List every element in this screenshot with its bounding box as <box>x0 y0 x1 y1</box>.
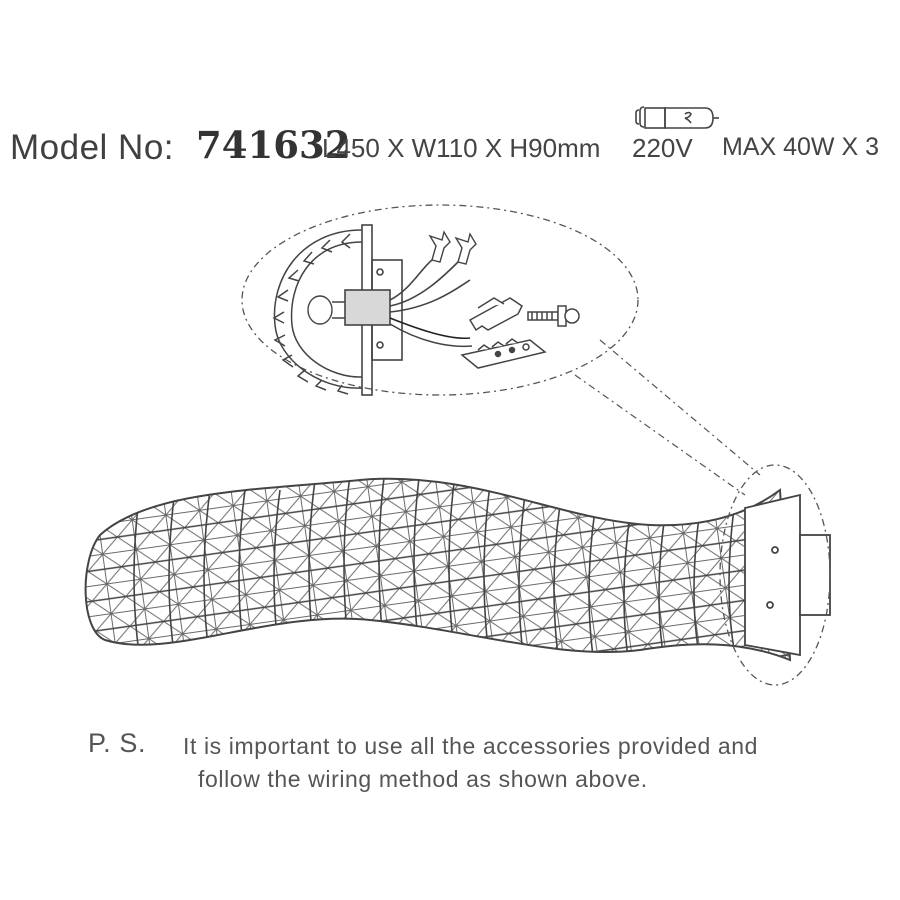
terminal-block-icon <box>460 338 547 369</box>
g9-bulb-icon <box>635 106 719 129</box>
dimensions-text: L450 X W110 X H90mm <box>322 133 601 163</box>
wire-connectors <box>428 230 477 265</box>
installation-diagram <box>84 204 831 686</box>
crystal-fixture <box>84 464 831 686</box>
screw-icon <box>527 305 580 327</box>
leader-line-top <box>599 339 761 476</box>
wires <box>389 259 473 348</box>
bulb-detail <box>307 295 347 325</box>
spec-header: Model No: 741632 L450 X W110 X H90mm 220… <box>10 106 895 180</box>
fixture-end-cap <box>744 493 831 657</box>
mounting-bracket-icon <box>468 297 523 332</box>
fixture-body <box>84 477 792 662</box>
max-power-text: MAX 40W X 3 <box>722 133 879 161</box>
note-line-1: It is important to use all the accessori… <box>183 733 759 759</box>
note-prefix: P. S. <box>88 728 147 758</box>
detail-ellipse <box>241 204 639 396</box>
model-label: Model No: <box>10 128 175 167</box>
detail-callout <box>241 204 761 496</box>
crystal-shade-detail <box>272 229 363 395</box>
mounting-plate <box>344 224 403 396</box>
end-cap-highlight <box>719 464 831 686</box>
model-number: 741632 <box>196 123 351 167</box>
voltage-text: 220V <box>632 133 693 163</box>
note-line-2: follow the wiring method as shown above. <box>198 766 648 792</box>
leader-line-bottom <box>574 374 746 496</box>
